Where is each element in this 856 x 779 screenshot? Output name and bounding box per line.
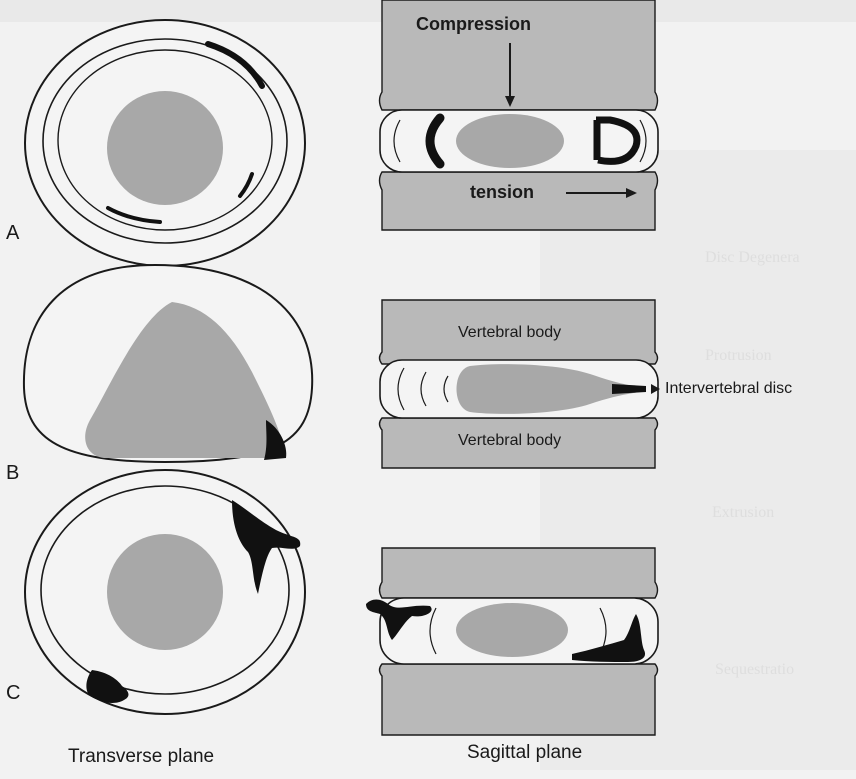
vertebral-body <box>380 548 658 598</box>
vertebral-body-label-bottom: Vertebral body <box>458 432 561 450</box>
transverse-disc-b <box>24 265 312 462</box>
vertebral-body-label-top: Vertebral body <box>458 324 561 342</box>
nucleus <box>456 603 568 657</box>
svg-text:Extrusion: Extrusion <box>712 504 774 521</box>
compression-label: Compression <box>416 14 531 35</box>
svg-text:Disc Degenera: Disc Degenera <box>705 249 800 266</box>
svg-text:Sequestratio: Sequestratio <box>715 661 794 678</box>
svg-text:Protrusion: Protrusion <box>705 347 772 364</box>
vertebral-body <box>380 664 658 735</box>
panel-letter-c: C <box>6 682 20 705</box>
panel-letter-a: A <box>6 222 19 245</box>
nucleus-c <box>107 534 223 650</box>
transverse-plane-caption: Transverse plane <box>68 746 214 768</box>
panel-letter-b: B <box>6 462 19 485</box>
transverse-disc-c <box>25 470 305 714</box>
transverse-disc-a <box>25 20 305 266</box>
intervertebral-disc-label: Intervertebral disc <box>665 380 792 398</box>
nucleus-a <box>107 91 223 205</box>
nucleus <box>456 114 564 168</box>
sagittal-plane-caption: Sagittal plane <box>467 742 582 764</box>
sagittal-segment-c <box>366 548 658 735</box>
tension-label: tension <box>470 182 534 203</box>
